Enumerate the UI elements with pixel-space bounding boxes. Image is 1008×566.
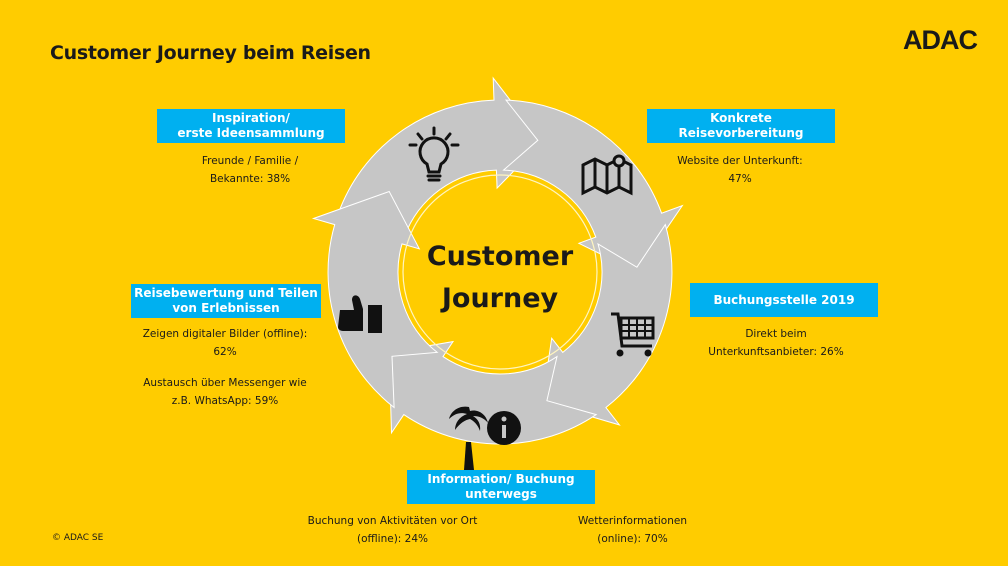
text-line: Austausch über Messenger wie	[143, 377, 307, 389]
label-line: Konkrete	[710, 111, 772, 125]
inner-ring	[402, 174, 598, 370]
text-line: z.B. WhatsApp: 59%	[171, 395, 279, 407]
text-line: Website der Unterkunft:	[677, 155, 803, 167]
stage-vorbereitung-text: Website der Unterkunft: 47%	[640, 152, 840, 188]
label-line: unterwegs	[465, 487, 537, 501]
label-line: Information/ Buchung	[427, 472, 575, 486]
center-line1: Customer	[426, 241, 574, 272]
copyright: © ADAC SE	[52, 533, 104, 543]
stage-unterwegs-text: Buchung von Aktivitäten vor Ort (offline)…	[290, 512, 495, 548]
cycle-arrow-5	[311, 190, 439, 409]
center-title: Customer Journey	[400, 236, 600, 320]
text-line: Buchung von Aktivitäten vor Ort	[307, 515, 478, 527]
stage-buchung-label: Buchungsstelle 2019	[690, 283, 878, 317]
shopping-cart-icon	[611, 312, 655, 357]
stage-inspiration-text: Freunde / Familie / Bekannte: 38%	[150, 152, 350, 188]
palm-info-icon	[449, 406, 521, 470]
stage-inspiration-label: Inspiration/erste Ideensammlung	[157, 109, 345, 143]
text-line: (offline): 24%	[356, 533, 428, 545]
text-line: Freunde / Familie /	[201, 155, 299, 167]
stage-bewertung-text2: Austausch über Messenger wie z.B. WhatsAp…	[120, 374, 330, 410]
adac-logo: ADAC	[903, 25, 978, 55]
label-line: Reisevorbereitung	[678, 126, 804, 140]
label-line: erste Ideensammlung	[177, 126, 325, 140]
map-pin-icon	[581, 154, 633, 196]
cycle-arrow-3	[541, 223, 673, 426]
stage-bewertung-text: Zeigen digitaler Bilder (offline): 62%	[120, 325, 330, 361]
text-line: Bekannte: 38%	[209, 173, 291, 185]
text-line: Zeigen digitaler Bilder (offline):	[142, 328, 308, 340]
thumbs-up-icon	[338, 295, 382, 333]
lightbulb-icon	[408, 126, 460, 182]
text-line: Unterkunftsanbieter: 26%	[708, 346, 844, 358]
label-line: von Erlebnissen	[172, 301, 280, 315]
cycle-arrow-4	[388, 340, 598, 445]
text-line: 47%	[728, 173, 752, 185]
center-line2: Journey	[441, 283, 559, 314]
text-line: (online): 70%	[597, 533, 668, 545]
stage-unterwegs-text2: Wetterinformationen (online): 70%	[560, 512, 705, 548]
cycle-arrow-2	[502, 99, 684, 273]
text-line: 62%	[213, 346, 237, 358]
label-line: Inspiration/	[212, 111, 290, 125]
page-title: Customer Journey beim Reisen	[50, 42, 371, 64]
label-line: Reisebewertung und Teilen	[134, 286, 318, 300]
text-line: Direkt beim	[745, 328, 807, 340]
label-line: Buchungsstelle 2019	[713, 292, 855, 307]
text-line: Wetterinformationen	[578, 515, 687, 527]
